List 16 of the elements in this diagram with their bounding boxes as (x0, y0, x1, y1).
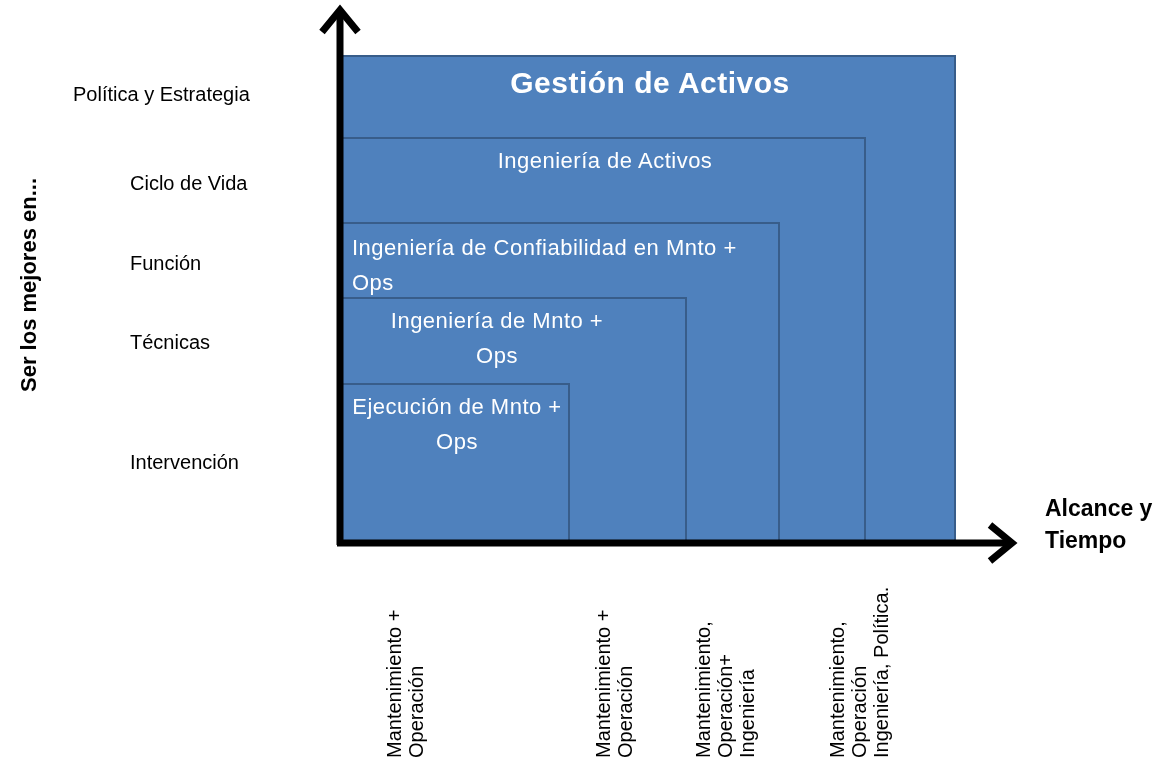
axis-title: Alcance y Tiempo (1045, 494, 1154, 555)
row-label: Intervención (130, 451, 239, 474)
box-title: Ingeniería de Activos (496, 147, 714, 175)
box-title: Ingeniería de Mnto + Ops (389, 307, 605, 370)
column-label: Mantenimiento, Operación+ Ingeniería (692, 620, 758, 758)
row-label: Ciclo de Vida (130, 172, 248, 195)
row-label: Función (130, 252, 202, 275)
row-label: Política y Estrategia (73, 83, 250, 106)
column-label: Mantenimiento, Operación Ingeniería, Política. (826, 585, 892, 758)
row-label: Técnicas (130, 331, 211, 354)
column-label: Mantenimiento + Operación (592, 608, 636, 758)
box-title: Gestión de Activos (509, 65, 791, 100)
box-title: Ejecución de Mnto + Ops (352, 393, 562, 456)
box-title: Ingeniería de Confiabilidad en Mnto + Ops (352, 234, 738, 297)
axis-title: Ser los mejores en... (18, 178, 40, 392)
column-label: Mantenimiento + Operación (383, 608, 427, 758)
